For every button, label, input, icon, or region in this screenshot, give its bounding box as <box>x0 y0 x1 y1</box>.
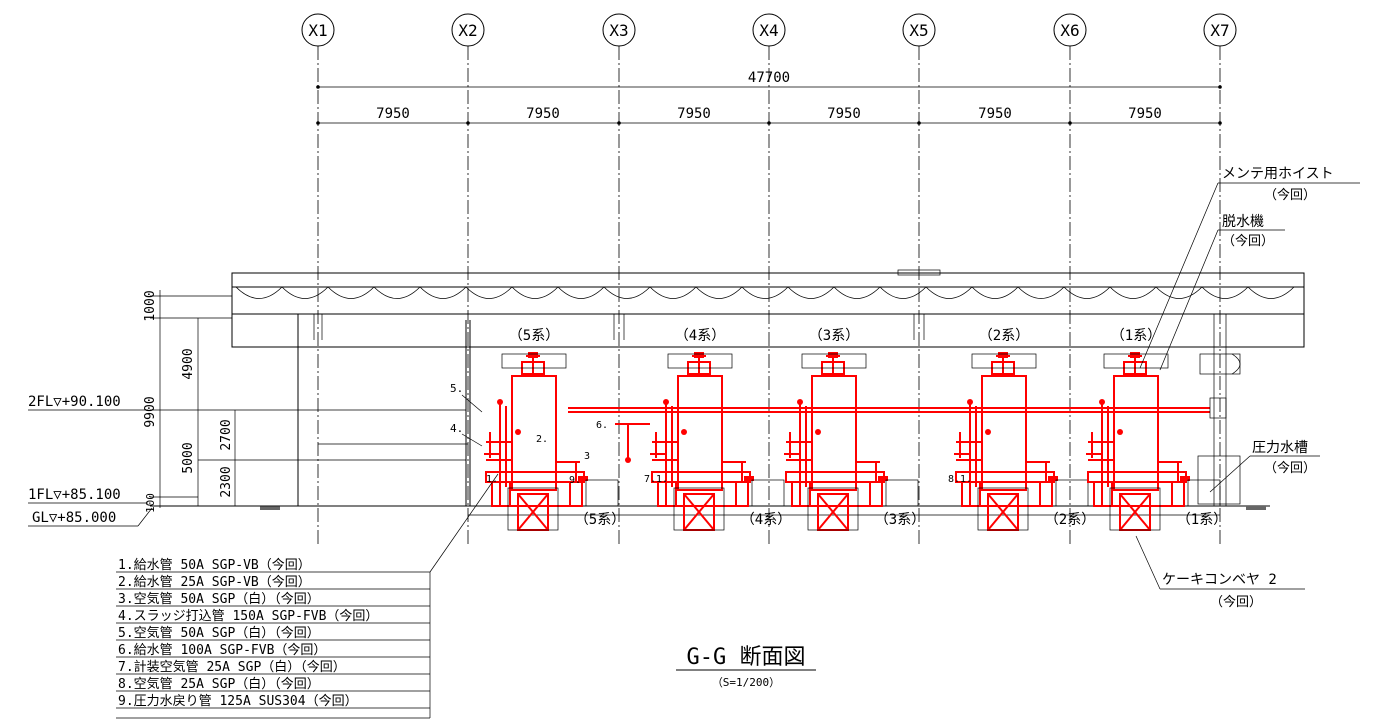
span-dimension-3: 7950 <box>677 106 711 122</box>
axis-label-x6: X6 <box>1060 21 1079 40</box>
vdim-2700: 2700 <box>219 419 234 450</box>
legend-item-8: 8.空気管 25A SGP（白）（今回） <box>118 676 320 692</box>
dewatering-unit-5 <box>483 351 619 531</box>
callout-conveyor-status: （今回） <box>1210 594 1262 610</box>
axis-label-x5: X5 <box>909 21 928 40</box>
overall-dimension-label: 47700 <box>748 70 790 86</box>
pipe-tag-6: 6. <box>596 420 608 431</box>
legend-item-1: 1.給水管 50A SGP-VB（今回） <box>118 557 311 573</box>
callout-hoist-status: （今回） <box>1264 187 1316 203</box>
system-label-bottom-2: （2系） <box>1045 512 1095 528</box>
pipe-tag-3: 3 <box>584 451 590 462</box>
vdim-5000: 5000 <box>181 442 196 473</box>
system-label-bottom-3: （3系） <box>875 512 925 528</box>
roof-structure <box>231 269 1305 348</box>
legend-item-6: 6.給水管 100A SGP-FVB（今回） <box>118 642 326 658</box>
drawing-title: G-G 断面図 <box>687 645 806 670</box>
legend-item-4: 4.スラッジ打込管 150A SGP-FVB（今回） <box>118 608 378 624</box>
axis-label-x1: X1 <box>308 21 327 40</box>
axis-x1 <box>301 13 335 545</box>
legend-item-2: 2.給水管 25A SGP-VB（今回） <box>118 574 311 590</box>
pipe-tag-4: 4. <box>450 422 463 435</box>
system-label-bottom-5: （5系） <box>575 512 625 528</box>
legend-item-7: 7.計装空気管 25A SGP（白）（今回） <box>118 659 346 675</box>
legend-item-9: 9.圧力水戻り管 125A SUS304（今回） <box>118 693 358 709</box>
span-dimension-2: 7950 <box>526 106 560 122</box>
axis-x7 <box>1203 13 1237 545</box>
legend-item-5: 5.空気管 50A SGP（白）（今回） <box>118 625 320 641</box>
axis-x5 <box>902 13 936 545</box>
vdim-9900: 9900 <box>143 396 158 427</box>
callout-hoist: メンテ用ホイスト <box>1222 166 1334 182</box>
callout-dewater-status: （今回） <box>1222 233 1274 249</box>
system-label-top-5: （5系） <box>509 328 559 344</box>
dewatering-unit-1 <box>1085 351 1221 531</box>
callout-dewater: 脱水機 <box>1222 214 1264 230</box>
axis-label-x3: X3 <box>609 21 628 40</box>
span-dimension-6: 7950 <box>1128 106 1162 122</box>
hoist-frames <box>501 353 1169 369</box>
pipe-tag-9: 9. <box>569 475 581 486</box>
system-label-bottom-1: （1系） <box>1177 512 1227 528</box>
axis-x4 <box>752 13 786 545</box>
span-dimension-5: 7950 <box>978 106 1012 122</box>
callout-tank-status: （今回） <box>1264 460 1316 476</box>
legend-item-3: 3.空気管 50A SGP（白）（今回） <box>118 591 320 607</box>
system-label-top-3: （3系） <box>809 328 859 344</box>
system-label-bottom-4: （4系） <box>741 512 791 528</box>
system-label-top-1: （1系） <box>1111 328 1161 344</box>
system-label-top-2: （2系） <box>979 328 1029 344</box>
overall-dimension <box>316 85 1222 89</box>
vdim-100: 100 <box>144 493 157 513</box>
pipe-tag-2: 2. <box>536 434 548 445</box>
pipe-tag-8-1: 8.1. <box>948 474 972 485</box>
pipe-tag-7-1: 7.1. <box>644 474 668 485</box>
drawing-scale: （S=1/200） <box>712 676 780 689</box>
level-2fl: 2FL▽+90.100 <box>28 394 121 410</box>
dewatering-unit-2 <box>953 351 1089 531</box>
axis-label-x7: X7 <box>1210 21 1229 40</box>
vdim-4900: 4900 <box>181 348 196 379</box>
span-dimension-line <box>316 121 1222 125</box>
header-pipe <box>568 397 1227 463</box>
axis-x3 <box>602 13 636 545</box>
callout-conveyor: ケーキコンベヤ 2 <box>1162 572 1277 588</box>
level-1fl: 1FL▽+85.100 <box>28 487 121 503</box>
axis-x2 <box>451 13 485 545</box>
vdim-2300: 2300 <box>219 466 234 497</box>
dewatering-unit-4 <box>649 351 785 531</box>
system-label-top-4: （4系） <box>675 328 725 344</box>
axis-x6 <box>1053 13 1087 545</box>
pressure-tank <box>1197 353 1241 505</box>
vdim-1000: 1000 <box>143 290 158 321</box>
level-gl: GL▽+85.000 <box>32 510 116 526</box>
pipe-tag-1: 1. <box>486 474 498 485</box>
axis-label-x4: X4 <box>759 21 778 40</box>
dewatering-unit-3 <box>783 351 919 531</box>
callout-tank: 圧力水槽 <box>1252 440 1308 456</box>
span-dimension-4: 7950 <box>827 106 861 122</box>
pipe-legend <box>116 571 430 719</box>
vertical-dimensions <box>150 290 466 508</box>
pipe-tag-5: 5. <box>450 382 463 395</box>
axis-label-x2: X2 <box>458 21 477 40</box>
span-dimension-1: 7950 <box>376 106 410 122</box>
